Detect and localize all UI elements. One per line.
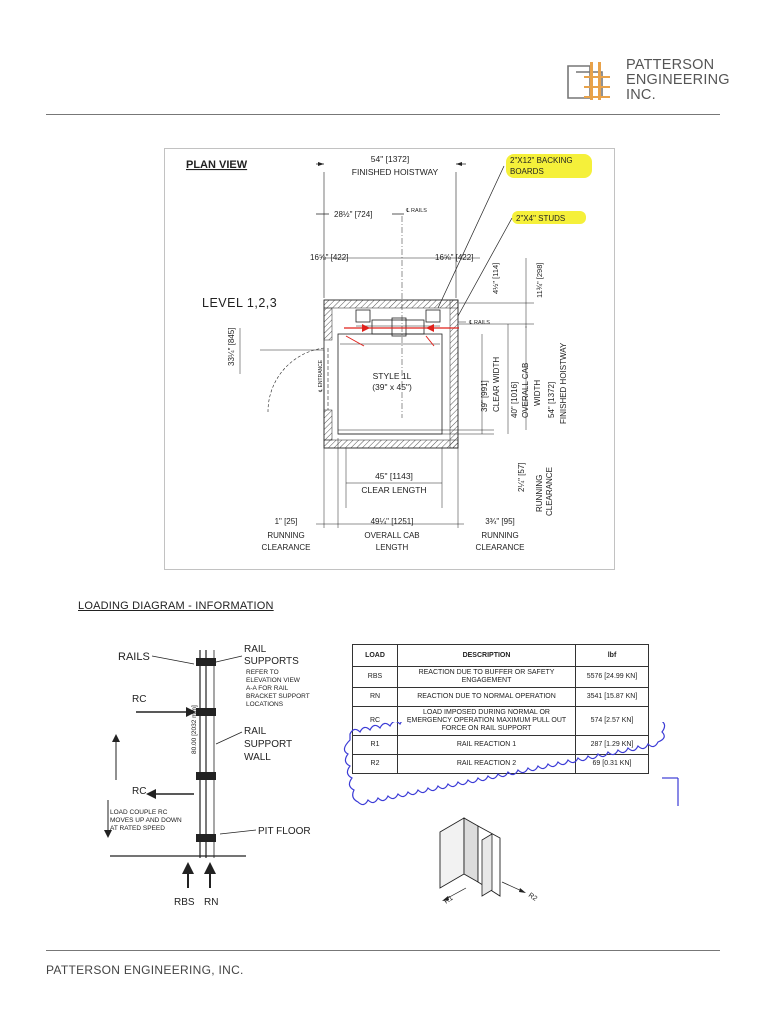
- load-table-header: LOAD DESCRIPTION lbf: [352, 644, 649, 667]
- rbs-label: RBS: [174, 897, 195, 908]
- dim-cab-width-label: OVERALL CAB: [521, 363, 530, 418]
- dim-left-rail: 16⅝" [422]: [310, 253, 348, 262]
- rn-label: RN: [204, 897, 218, 908]
- dim-cab-width: 40" [1016]: [510, 382, 519, 418]
- table-row: RN REACTION DUE TO NORMAL OPERATION 3541…: [352, 687, 649, 707]
- header-lbf: lbf: [575, 644, 649, 667]
- rc-top-label: RC: [132, 694, 146, 705]
- rail-supports-1: RAIL: [244, 644, 267, 655]
- company-name-line-3: INC.: [626, 87, 656, 103]
- dim-top-clear-a: 4½" [114]: [491, 263, 500, 294]
- rail-loading-diagram: RAILS RAIL SUPPORTS REFER TO ELEVATION V…: [104, 644, 311, 908]
- table-row: R2 RAIL REACTION 2 69 [0.31 KN]: [352, 754, 649, 774]
- rails-mark: ℄ RAILS: [468, 320, 490, 326]
- rail-note-4: BRACKET SUPPORT: [246, 693, 310, 700]
- header-rule: [46, 114, 720, 115]
- revision-cloud: [343, 722, 679, 806]
- dim-bottom-right-label: RUNNING: [481, 531, 518, 540]
- dim-bottom-left-label: RUNNING: [267, 531, 304, 540]
- dim-hoistway-top: 54" [1372]: [371, 154, 409, 164]
- dim-bottom-right-label-2: CLEARANCE: [476, 543, 525, 552]
- dim-running-side-label-2: CLEARANCE: [545, 467, 554, 516]
- callout-backing-2: BOARDS: [510, 167, 544, 176]
- row-rbs-load: RBS: [352, 666, 398, 688]
- dim-hoistway-side: 54" [1372]: [547, 382, 556, 418]
- loading-diagram-title: LOADING DIAGRAM - INFORMATION: [78, 600, 274, 612]
- header-load: LOAD: [352, 644, 398, 667]
- dim-hoistway-side-label: FINISHED HOISTWAY: [559, 342, 568, 424]
- row-rc-desc: LOAD IMPOSED DURING NORMAL OR EMERGENCY …: [397, 706, 576, 736]
- cab-style-dim: (39" x 45"): [372, 382, 412, 392]
- company-logo-mark: [567, 62, 610, 100]
- dim-bottom-left-label-2: CLEARANCE: [262, 543, 311, 552]
- rail-note-1: REFER TO: [246, 669, 279, 676]
- rail-spacing: 80.00 [2032 mm]: [191, 705, 198, 754]
- load-table-container: LOAD DESCRIPTION lbf RBS REACTION DUE TO…: [352, 644, 649, 774]
- row-rbs-desc: REACTION DUE TO BUFFER OR SAFETY ENGAGEM…: [397, 666, 576, 688]
- level-label: LEVEL 1,2,3: [202, 296, 277, 310]
- wall-3: WALL: [244, 752, 271, 763]
- rc-bottom-label: RC: [132, 786, 146, 797]
- dim-top-clear-b: 11¾" [298]: [535, 263, 544, 298]
- table-row: RBS REACTION DUE TO BUFFER OR SAFETY ENG…: [352, 666, 649, 688]
- rail-supports-2: SUPPORTS: [244, 656, 299, 667]
- dim-bottom-mid-label: OVERALL CAB: [364, 531, 419, 540]
- dim-running-side: 2¼" [57]: [517, 462, 526, 492]
- r1-label: R1: [443, 895, 454, 904]
- entrance-label: ℄ ENTRANCE: [318, 359, 324, 393]
- couple-note-3: AT RATED SPEED: [110, 825, 165, 832]
- footer-company: PATTERSON ENGINEERING, INC.: [46, 963, 244, 977]
- dim-running-side-label: RUNNING: [535, 475, 544, 512]
- dim-right-rail: 16⅝" [422]: [435, 253, 473, 262]
- dim-entrance: 33¼" [845]: [227, 328, 236, 366]
- callout-backing-1: 2"X12" BACKING: [510, 156, 573, 165]
- wall-1: RAIL: [244, 726, 267, 737]
- dim-clear-length-label: CLEAR LENGTH: [361, 485, 426, 495]
- rail-bracket-isometric: R1 R2: [439, 817, 538, 904]
- wall-2: SUPPORT: [244, 739, 292, 750]
- row-rn-lbf: 3541 [15.87 KN]: [575, 687, 649, 707]
- rail-note-2: ELEVATION VIEW: [246, 677, 301, 684]
- couple-note-1: LOAD COUPLE RC: [110, 809, 168, 816]
- dim-bottom-left: 1" [25]: [275, 517, 298, 526]
- load-table: LOAD DESCRIPTION lbf RBS REACTION DUE TO…: [352, 644, 649, 774]
- company-name-line-2: ENGINEERING: [626, 72, 730, 88]
- dim-bottom-right: 3¾" [95]: [485, 517, 515, 526]
- company-name-line-1: PATTERSON: [626, 57, 715, 73]
- pit-floor-label: PIT FLOOR: [258, 826, 311, 837]
- dim-cl-rails: 28½" [724]: [334, 210, 372, 219]
- rail-note-5: LOCATIONS: [246, 701, 284, 708]
- rail-note-3: A-A FOR RAIL: [246, 685, 289, 692]
- header-description: DESCRIPTION: [397, 644, 576, 667]
- couple-note-2: MOVES UP AND DOWN: [110, 817, 182, 824]
- dim-cab-width-label-2: WIDTH: [533, 380, 542, 406]
- row-rbs-lbf: 5576 [24.99 KN]: [575, 666, 649, 688]
- dim-clear-width-label: CLEAR WIDTH: [492, 357, 501, 412]
- company-name: PATTERSON ENGINEERING INC.: [626, 58, 730, 103]
- callout-studs: 2"X4" STUDS: [516, 214, 565, 223]
- rails-label: RAILS: [118, 651, 150, 663]
- footer-rule: [46, 950, 720, 951]
- dim-hoistway-top-label: FINISHED HOISTWAY: [352, 167, 439, 177]
- cl-rails-label: ℄ RAILS: [405, 208, 427, 214]
- dim-bottom-mid-label-2: LENGTH: [376, 543, 409, 552]
- row-rn-load: RN: [352, 687, 398, 707]
- dim-clear-width: 39" [991]: [480, 380, 489, 412]
- cab-style: STYLE 1L: [373, 371, 412, 381]
- row-rn-desc: REACTION DUE TO NORMAL OPERATION: [397, 687, 576, 707]
- dim-clear-length: 45" [1143]: [375, 471, 413, 481]
- table-row: RC LOAD IMPOSED DURING NORMAL OR EMERGEN…: [352, 706, 649, 736]
- plan-view-drawing: PLAN VIEW 54" [1372] FINISHED HOISTWAY 2…: [164, 148, 615, 570]
- plan-view-title: PLAN VIEW: [186, 159, 248, 171]
- r2-label: R2: [527, 892, 538, 903]
- dim-bottom-mid: 49¼" [1251]: [371, 517, 414, 526]
